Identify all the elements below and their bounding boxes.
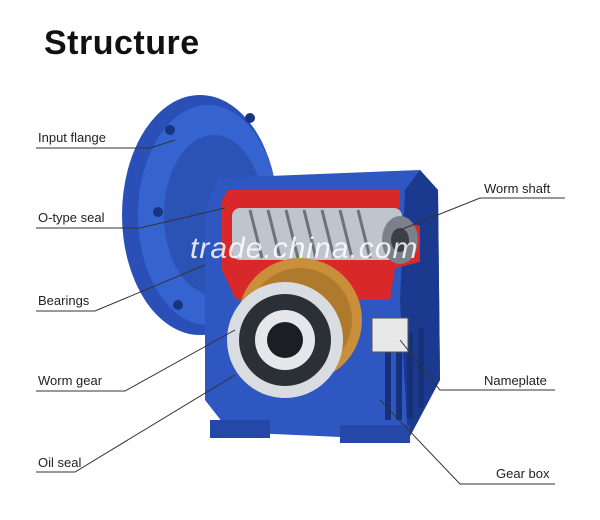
label-nameplate: Nameplate [484, 373, 547, 388]
label-oil-seal: Oil seal [38, 455, 82, 470]
watermark-text: trade.china.com [190, 232, 419, 265]
diagram-title: Structure [44, 24, 200, 62]
label-worm-gear: Worm gear [38, 373, 103, 388]
label-worm-shaft: Worm shaft [484, 181, 551, 196]
label-input-flange: Input flange [38, 130, 106, 145]
label-o-type-seal: O-type seal [38, 210, 105, 225]
nameplate [371, 317, 409, 353]
label-bearings: Bearings [38, 293, 90, 308]
label-gear-box: Gear box [496, 466, 550, 481]
leader-lines [36, 139, 565, 485]
output-hub [227, 282, 343, 398]
